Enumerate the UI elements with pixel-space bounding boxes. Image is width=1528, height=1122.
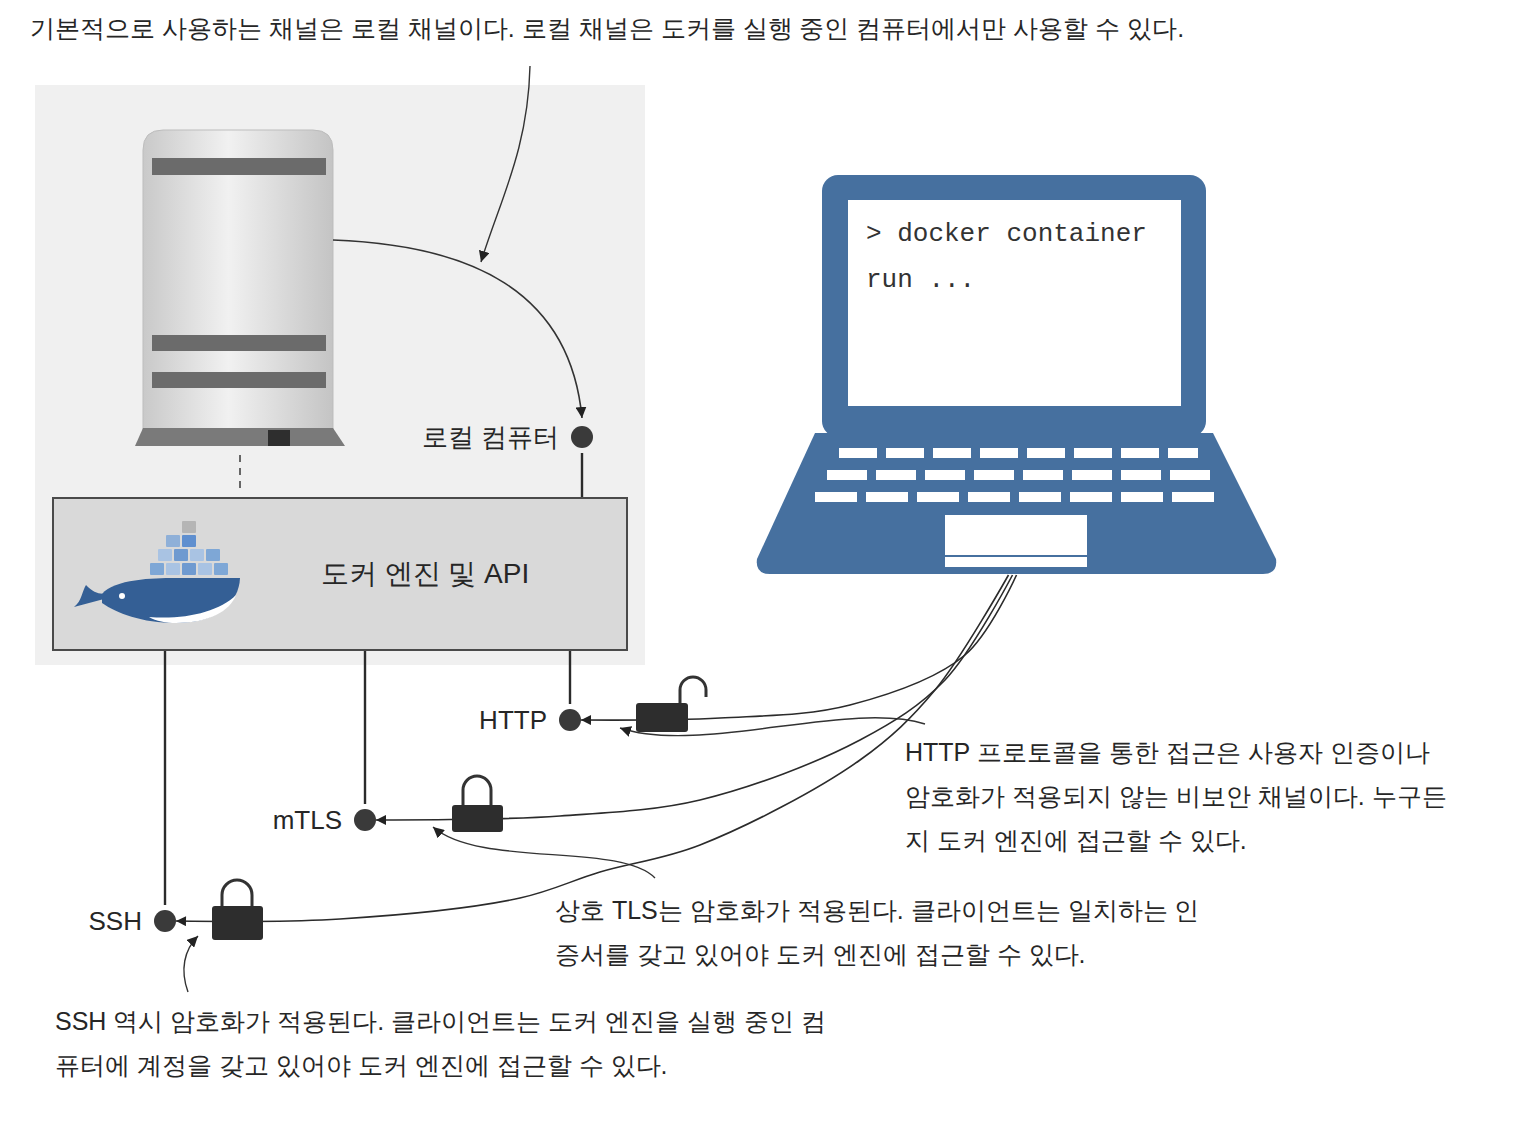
server-bay xyxy=(152,158,326,175)
lock-body xyxy=(636,703,688,732)
open-lock xyxy=(636,677,706,732)
endpoint-dot xyxy=(154,910,176,932)
lock-shackle xyxy=(222,880,252,907)
endpoint-label: HTTP xyxy=(479,704,547,736)
key-row xyxy=(827,470,1210,480)
whale-belly xyxy=(149,595,236,623)
logo-container xyxy=(158,549,172,561)
engine-wire xyxy=(364,651,366,804)
logo-container xyxy=(174,549,188,561)
client-laptop: > docker container run ... xyxy=(755,175,1278,575)
annotation-note: HTTP 프로토콜을 통한 접근은 사용자 인증이나 암호화가 적용되지 않는 … xyxy=(905,730,1457,862)
endpoint-label: SSH xyxy=(89,905,142,937)
laptop-frame xyxy=(822,175,1206,437)
server-base xyxy=(135,428,345,446)
lock-shackle xyxy=(463,776,491,806)
logo-container xyxy=(150,563,164,575)
laptop-base xyxy=(757,433,1276,574)
local-wire xyxy=(333,240,582,418)
leader-line xyxy=(433,827,655,878)
endpoint-dot xyxy=(559,709,581,731)
trackpad xyxy=(945,515,1087,567)
endpoint-dot xyxy=(571,426,593,448)
annotation-note: 상호 TLS는 암호화가 적용된다. 클라이언트는 일치하는 인증서를 갖고 있… xyxy=(555,888,1215,976)
trackpad-divider xyxy=(945,555,1087,557)
logo-container xyxy=(166,563,180,575)
server-panel xyxy=(35,85,645,665)
logo-container xyxy=(214,563,228,575)
whale-logo xyxy=(54,499,254,649)
screen-command: > docker container run ... xyxy=(866,211,1171,303)
endpoint-label: mTLS xyxy=(273,804,342,836)
logo-container xyxy=(198,563,212,575)
whale-eye xyxy=(119,593,125,599)
endpoint-label: 로컬 컴퓨터 xyxy=(422,421,559,453)
channel-connector xyxy=(581,575,1017,720)
logo-container xyxy=(206,549,220,561)
channel-endpoint: mTLS xyxy=(273,804,376,836)
channel-endpoint: HTTP xyxy=(479,704,581,736)
key-row xyxy=(839,448,1198,458)
engine-wire xyxy=(569,651,571,704)
leader-line xyxy=(184,936,198,992)
logo-container xyxy=(190,549,204,561)
logo-container xyxy=(182,563,196,575)
server-base-stripe xyxy=(268,430,290,446)
endpoint-dot xyxy=(354,809,376,831)
closed-lock xyxy=(212,880,263,940)
dashed-link xyxy=(239,455,241,492)
channel-endpoint: SSH xyxy=(89,905,176,937)
closed-lock xyxy=(452,776,503,832)
annotation-note: SSH 역시 암호화가 적용된다. 클라이언트는 도커 엔진을 실행 중인 컴퓨… xyxy=(55,999,845,1087)
logo-container xyxy=(182,535,196,547)
server-bay xyxy=(152,372,326,388)
channel-endpoint: 로컬 컴퓨터 xyxy=(422,421,593,453)
whale-body xyxy=(102,578,240,623)
laptop-screen xyxy=(848,200,1181,406)
leader-line xyxy=(481,66,530,262)
server-bay xyxy=(152,335,326,351)
lock-shackle xyxy=(680,677,706,703)
engine-title: 도커 엔진 및 API xyxy=(321,556,529,592)
key-row xyxy=(815,492,1222,502)
engine-wire xyxy=(164,651,166,905)
logo-container xyxy=(166,535,180,547)
lock-body xyxy=(452,805,503,832)
annotation-note: 기본적으로 사용하는 채널은 로컬 채널이다. 로컬 채널은 도커를 실행 중인… xyxy=(30,6,1510,50)
engine-box: 도커 엔진 및 API xyxy=(52,497,628,651)
server-tower xyxy=(135,130,345,446)
server-body xyxy=(143,130,333,430)
lock-body xyxy=(212,906,263,940)
logo-container xyxy=(182,521,196,533)
engine-wire xyxy=(581,453,583,497)
